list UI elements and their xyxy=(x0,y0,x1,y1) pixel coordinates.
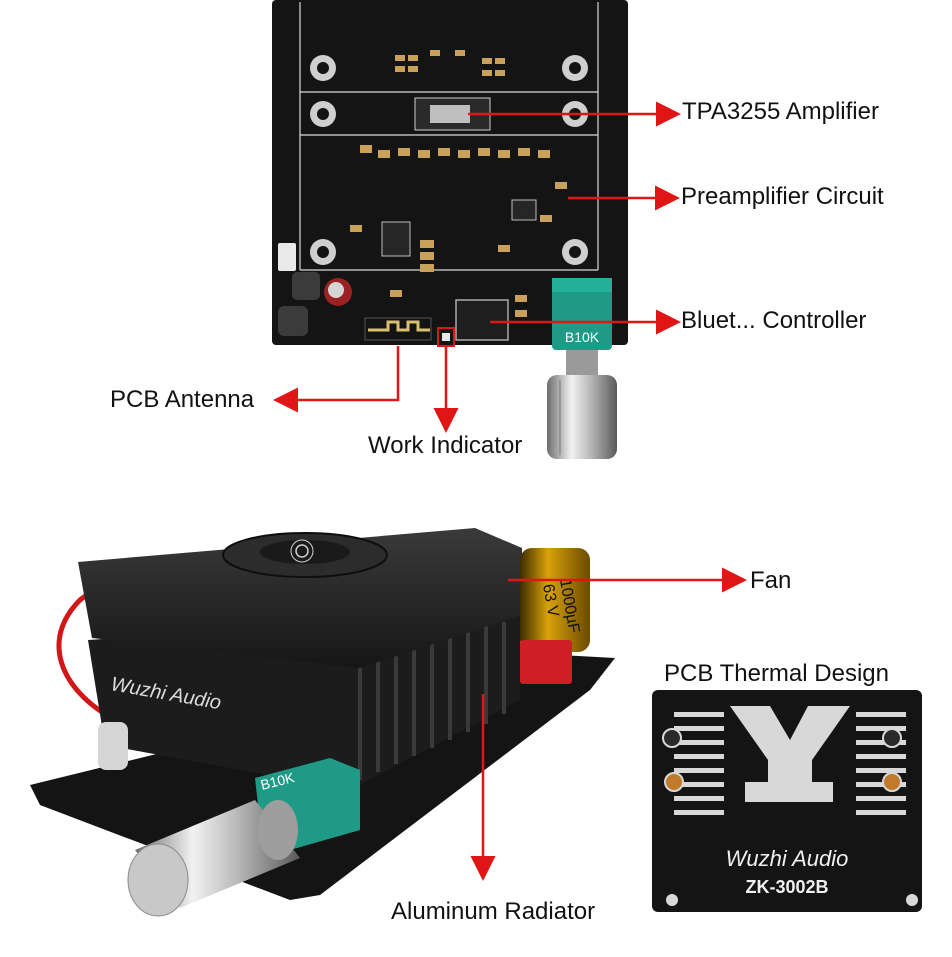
pcb-antenna xyxy=(368,320,430,332)
inductor xyxy=(278,306,308,336)
label-preamp: Preamplifier Circuit xyxy=(681,183,884,210)
label-fan: Fan xyxy=(750,567,792,594)
mounting-hole xyxy=(562,239,588,265)
fan-hub xyxy=(260,540,350,564)
thermal-board-model: ZK-3002B xyxy=(745,877,828,897)
volume-knob-top xyxy=(547,375,617,459)
label-antenna: PCB Antenna xyxy=(110,386,255,413)
thermal-board-brand: Wuzhi Audio xyxy=(726,846,849,871)
amplifier-assembly: Wuzhi Audio 1000µF 63 V B10K xyxy=(30,528,615,917)
capacitor-voltage: 63 V xyxy=(539,583,562,619)
pot-label-top: B10K xyxy=(565,329,600,345)
label-bluetooth: Bluet... Controller xyxy=(681,307,867,334)
callout-arrows-top xyxy=(273,101,681,433)
thermal-design-board: Wuzhi Audio ZK-3002B xyxy=(652,690,922,912)
label-indicator: Work Indicator xyxy=(368,432,523,459)
filter-capacitor xyxy=(520,548,590,652)
mounting-hole xyxy=(310,239,336,265)
top-pcb-board: B10K xyxy=(272,0,628,459)
mounting-hole xyxy=(562,55,588,81)
cooling-fan xyxy=(78,528,522,668)
volume-knob-bottom xyxy=(127,800,300,917)
label-radiator: Aluminum Radiator xyxy=(391,898,596,925)
label-amplifier: TPA3255 Amplifier xyxy=(682,98,879,125)
label-thermal: PCB Thermal Design xyxy=(664,660,889,687)
callout-arrows-bottom xyxy=(470,567,747,881)
mounting-hole xyxy=(310,101,336,127)
mounting-hole xyxy=(310,55,336,81)
bluetooth-chip xyxy=(455,299,509,341)
potentiometer-top xyxy=(552,278,612,350)
